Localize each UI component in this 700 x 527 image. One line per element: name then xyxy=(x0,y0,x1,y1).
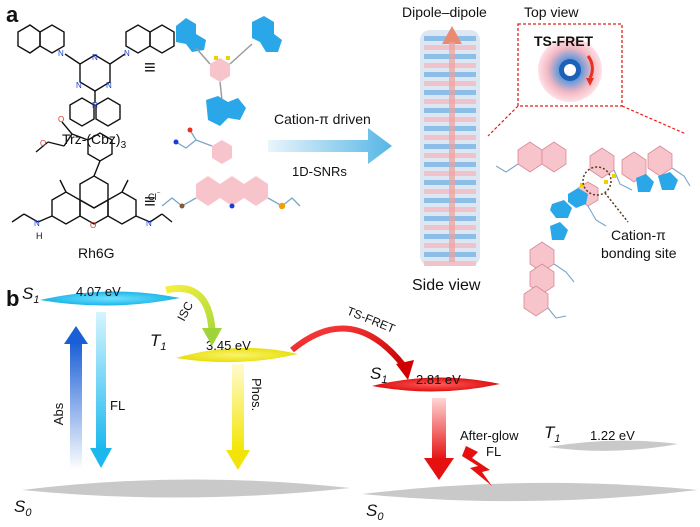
rh6g-cartoon xyxy=(161,127,301,210)
rh6g-counterion: Cl⁻ xyxy=(148,189,161,202)
rh6g-h-label: H xyxy=(36,231,43,241)
dipole-arrow-head xyxy=(442,26,462,44)
right-t1-state: T1 xyxy=(544,423,561,445)
fl-arrow xyxy=(90,312,112,468)
svg-text:N: N xyxy=(106,81,112,90)
phos-label: Phos. xyxy=(249,378,264,411)
isc-label: ISC xyxy=(174,299,196,324)
zoomed-assembly xyxy=(495,141,691,319)
side-view-label: Side view xyxy=(412,277,481,294)
svg-text:N: N xyxy=(92,101,98,110)
svg-text:N: N xyxy=(58,49,64,58)
right-s1-level xyxy=(372,377,500,392)
afterglow-label-2: FL xyxy=(486,444,501,459)
left-s1-state: S1 xyxy=(22,284,39,306)
nanorod-top-view xyxy=(538,38,602,102)
trz-cartoon xyxy=(176,16,282,126)
right-s1-energy: 2.81 eV xyxy=(416,372,461,387)
afterglow-label-1: After-glow xyxy=(460,428,519,443)
top-view-label: Top view xyxy=(524,4,579,20)
phos-arrow xyxy=(226,364,250,470)
lightning-icon xyxy=(462,446,492,486)
equiv-symbol-1: ≡ xyxy=(144,57,156,79)
svg-text:N: N xyxy=(34,219,40,228)
dipole-arrow-shaft xyxy=(449,42,455,262)
afterglow-arrow xyxy=(424,398,454,480)
zoom-line-right xyxy=(621,105,687,135)
svg-text:N: N xyxy=(76,81,82,90)
right-s0-state: S0 xyxy=(366,501,384,523)
svg-text:N: N xyxy=(146,219,152,228)
bonding-site-pointer xyxy=(604,192,629,223)
left-t1-level xyxy=(176,347,298,363)
zoom-line-left xyxy=(487,105,519,137)
svg-text:O: O xyxy=(40,139,46,148)
tsfret-box-label: TS-FRET xyxy=(534,33,594,49)
svg-text:O: O xyxy=(58,115,64,124)
left-t1-energy: 3.45 eV xyxy=(206,338,251,353)
right-s1-state: S1 xyxy=(370,364,387,386)
left-s1-level xyxy=(40,291,180,306)
panel-a-label: a xyxy=(6,2,19,27)
left-s0-state: S0 xyxy=(14,497,32,519)
bonding-site-label-2: bonding site xyxy=(601,245,677,261)
right-s0-level xyxy=(362,482,698,502)
right-t1-level xyxy=(548,440,678,451)
tsfret-arrow xyxy=(290,325,414,380)
arrow-bottom-label: 1D-SNRs xyxy=(292,164,347,179)
fl-label: FL xyxy=(110,398,125,413)
abs-arrow xyxy=(64,326,88,470)
rh6g-name-label: Rh6G xyxy=(78,245,115,261)
trz-cbz3-structure xyxy=(17,24,175,127)
rh6g-heteroatoms: O O O N N xyxy=(34,115,152,230)
isc-arrow xyxy=(165,284,222,346)
cation-pi-arrow xyxy=(268,128,392,164)
arrow-top-label: Cation-π driven xyxy=(274,111,371,127)
dipole-dipole-label: Dipole–dipole xyxy=(402,4,487,20)
equiv-symbol-2: ≡ xyxy=(144,191,156,213)
nanorod-stripe xyxy=(424,261,476,266)
nanorod-side-view xyxy=(420,26,480,266)
left-t1-state: T1 xyxy=(150,331,167,353)
right-t1-energy: 1.22 eV xyxy=(590,428,635,443)
left-s0-level xyxy=(22,479,350,498)
triazine-nitrogens: N N N N N N xyxy=(58,49,130,110)
svg-text:N: N xyxy=(124,49,130,58)
panel-b-label: b xyxy=(6,286,19,311)
bonding-site-circle xyxy=(582,166,612,196)
top-view-box xyxy=(517,23,623,107)
svg-text:O: O xyxy=(90,221,96,230)
svg-text:N: N xyxy=(92,53,98,62)
rh6g-structure xyxy=(11,121,173,225)
abs-label: Abs xyxy=(51,402,66,425)
bonding-site-label-1: Cation-π xyxy=(611,227,666,243)
left-s1-energy: 4.07 eV xyxy=(76,284,121,299)
